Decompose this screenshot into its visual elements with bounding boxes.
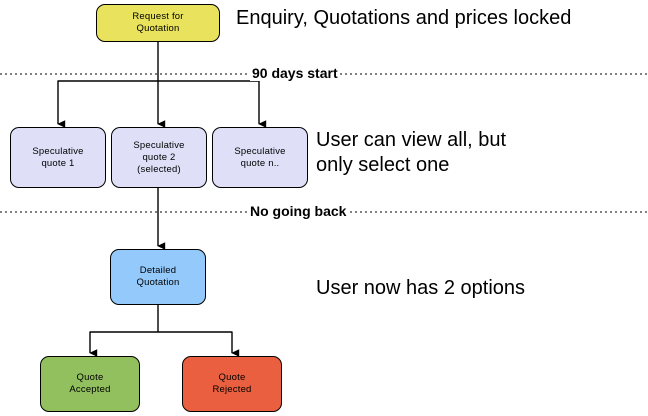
- annotation-two-options: User now has 2 options: [316, 277, 526, 299]
- divider-label-90-days-start: 90 days start: [250, 65, 340, 81]
- node-label-quote-accepted: Quote Accepted: [69, 372, 111, 395]
- node-label-request-for-quotation: Request for Quotation: [132, 11, 184, 34]
- divider-label-no-going-back: No going back: [248, 203, 349, 219]
- node-speculative-quote-n[interactable]: Speculative quote n..: [212, 127, 308, 188]
- node-label-detailed-quotation: Detailed Quotation: [136, 265, 180, 288]
- node-speculative-quote-2[interactable]: Speculative quote 2 (selected): [111, 127, 207, 188]
- node-detailed-quotation[interactable]: Detailed Quotation: [110, 249, 206, 305]
- annotation-view-all-select-one: User can view all, but only select one: [316, 129, 507, 176]
- node-label-speculative-quote-2: Speculative quote 2 (selected): [133, 139, 185, 175]
- node-quote-rejected[interactable]: Quote Rejected: [182, 356, 282, 412]
- annotation-enquiry-locked: Enquiry, Quotations and prices locked: [236, 7, 572, 29]
- node-speculative-quote-1[interactable]: Speculative quote 1: [10, 127, 106, 188]
- node-quote-accepted[interactable]: Quote Accepted: [40, 356, 140, 412]
- node-label-quote-rejected: Quote Rejected: [212, 372, 252, 395]
- node-label-speculative-quote-1: Speculative quote 1: [32, 145, 84, 169]
- node-request-for-quotation[interactable]: Request for Quotation: [96, 4, 220, 42]
- node-label-speculative-quote-n: Speculative quote n..: [234, 145, 286, 169]
